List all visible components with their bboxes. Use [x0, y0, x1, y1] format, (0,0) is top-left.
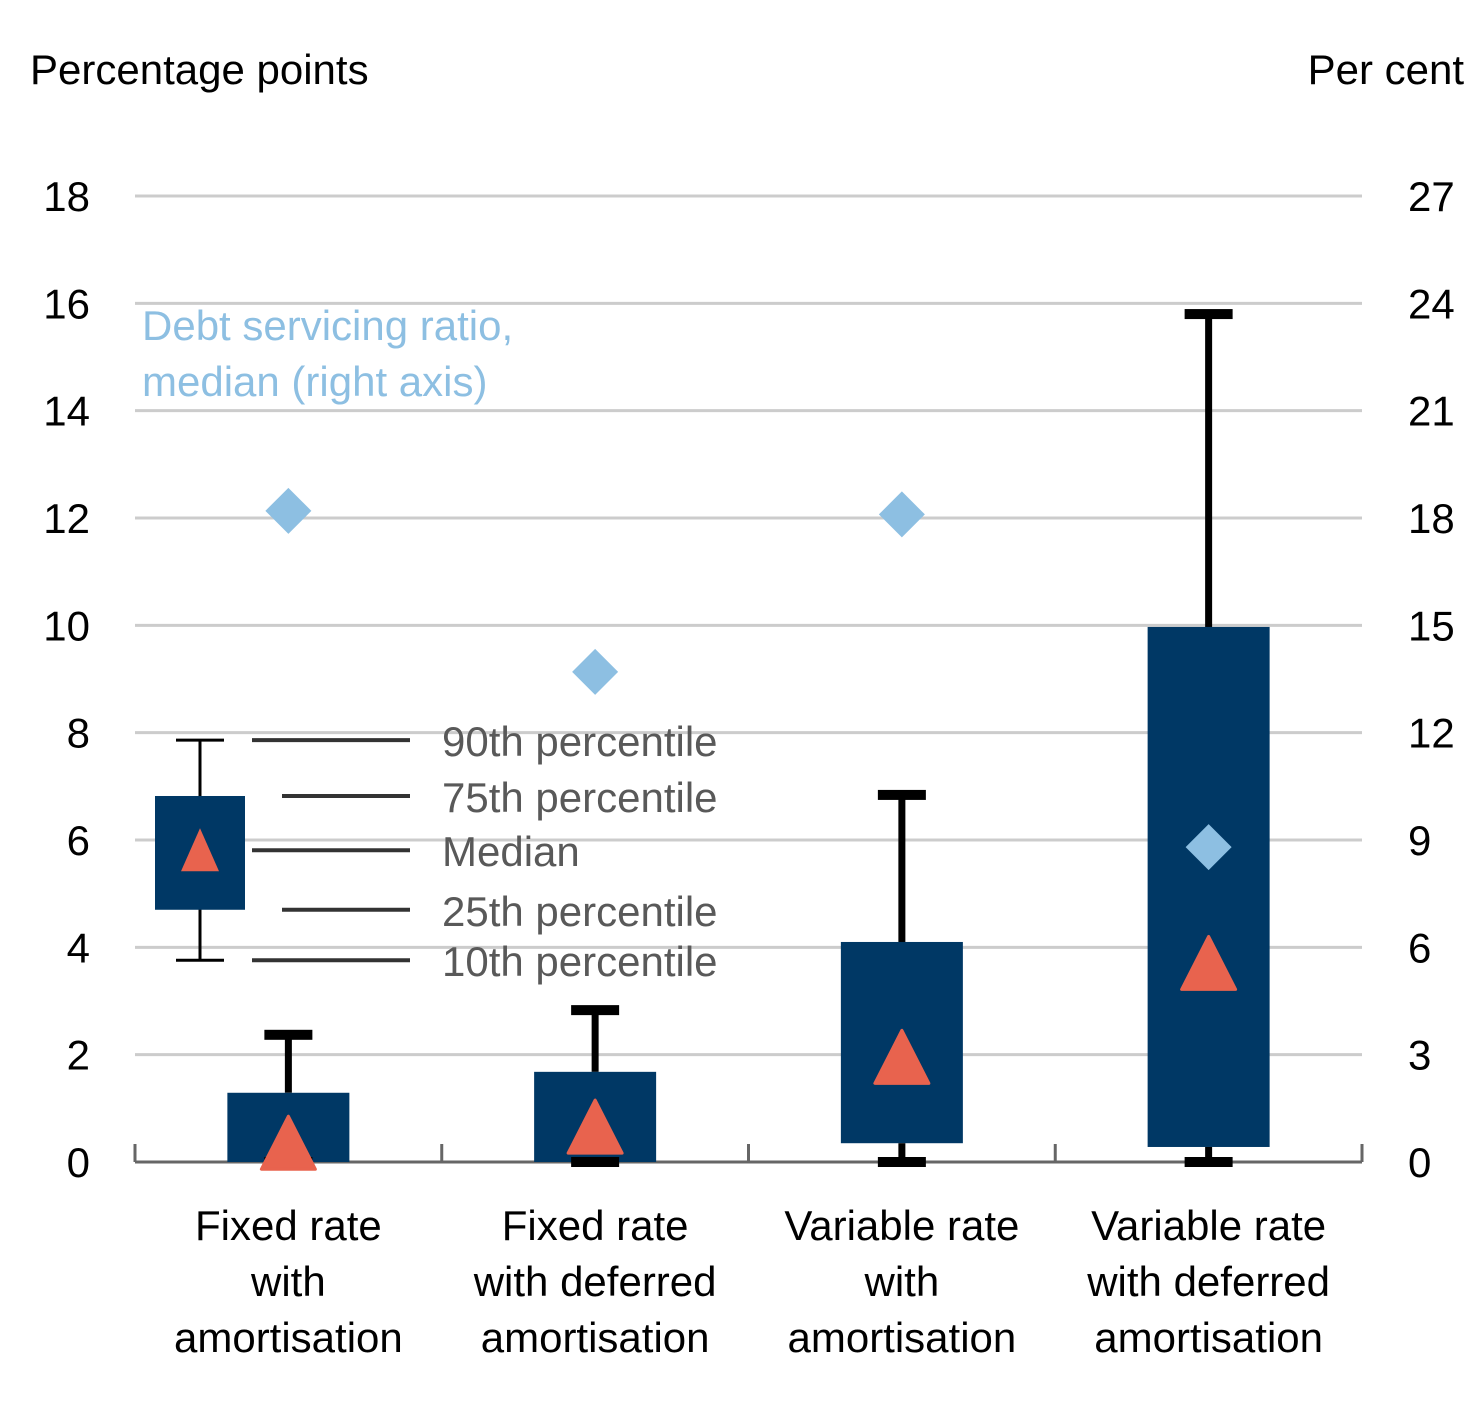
left-tick-label: 18 — [43, 173, 90, 220]
median-marker — [566, 1098, 624, 1155]
legend-key-label: 10th percentile — [442, 938, 718, 985]
right-tick-label: 12 — [1408, 710, 1455, 757]
legend-key-label: 90th percentile — [442, 718, 718, 765]
right-tick-label: 6 — [1408, 924, 1431, 971]
dsr-annotation-line-2: median (right axis) — [142, 358, 487, 405]
right-tick-label: 21 — [1408, 388, 1455, 435]
x-category-label: with deferred — [1086, 1258, 1330, 1305]
x-category-label: Variable rate — [784, 1202, 1019, 1249]
left-tick-label: 14 — [43, 388, 90, 435]
legend-key-label: 75th percentile — [442, 774, 718, 821]
dsr-diamond — [1185, 824, 1232, 871]
x-category-label: amortisation — [174, 1314, 403, 1361]
whisker-cap-90th — [571, 1005, 620, 1016]
legend-key-label: Median — [442, 828, 580, 875]
x-category-label: Variable rate — [1091, 1202, 1326, 1249]
left-tick-label: 4 — [67, 924, 90, 971]
right-tick-label: 27 — [1408, 173, 1455, 220]
left-tick-label: 16 — [43, 280, 90, 327]
x-category-label: Fixed rate — [502, 1202, 689, 1249]
x-category-label: amortisation — [1094, 1314, 1323, 1361]
whisker-cap-10th — [571, 1157, 620, 1167]
right-tick-label: 18 — [1408, 495, 1455, 542]
median-marker — [873, 1028, 931, 1085]
x-category-label: with deferred — [473, 1258, 717, 1305]
left-tick-label: 6 — [67, 817, 90, 864]
x-category-label: Fixed rate — [195, 1202, 382, 1249]
whisker-cap-90th — [877, 789, 926, 800]
left-tick-label: 12 — [43, 495, 90, 542]
whisker-cap-10th — [877, 1157, 926, 1167]
whisker-cap-90th — [264, 1029, 313, 1040]
right-tick-label: 9 — [1408, 817, 1431, 864]
right-tick-label: 3 — [1408, 1032, 1431, 1079]
left-tick-label: 8 — [67, 710, 90, 757]
left-tick-label: 0 — [67, 1139, 90, 1186]
legend-key-median-marker — [181, 828, 219, 872]
legend-key-label: 25th percentile — [442, 888, 718, 935]
left-axis-label: Percentage points — [30, 46, 369, 93]
median-marker — [259, 1114, 317, 1171]
right-axis-label: Per cent — [1308, 46, 1465, 93]
whisker-cap-90th — [1184, 309, 1233, 320]
x-category-label: amortisation — [787, 1314, 1016, 1361]
right-tick-label: 24 — [1408, 280, 1455, 327]
x-category-label: with — [250, 1258, 326, 1305]
right-tick-label: 0 — [1408, 1139, 1431, 1186]
dsr-diamond — [265, 487, 312, 534]
x-category-label: with — [864, 1258, 940, 1305]
box-iqr — [1147, 626, 1270, 1147]
left-tick-label: 10 — [43, 602, 90, 649]
dsr-annotation-line-1: Debt servicing ratio, — [142, 302, 513, 349]
right-tick-label: 15 — [1408, 602, 1455, 649]
dsr-diamond — [572, 648, 619, 695]
x-category-label: amortisation — [481, 1314, 710, 1361]
whisker-cap-10th — [1184, 1157, 1233, 1167]
dsr-diamond — [878, 491, 925, 538]
left-tick-label: 2 — [67, 1032, 90, 1079]
median-marker — [1180, 934, 1238, 991]
